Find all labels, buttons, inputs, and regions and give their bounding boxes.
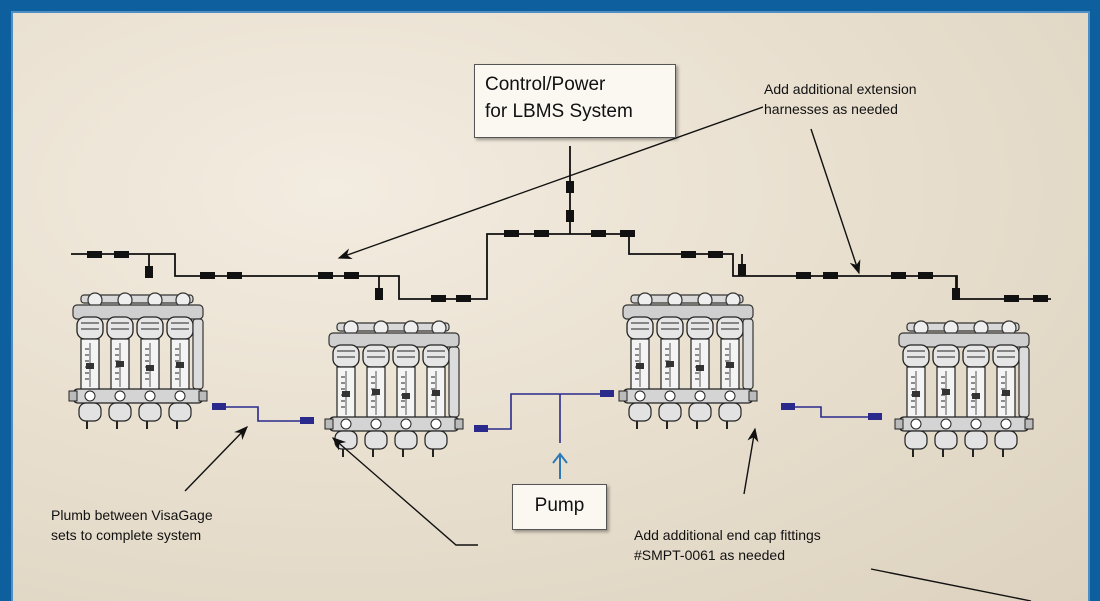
- visagage-set-icon: [894, 320, 1034, 458]
- control-power-box: Control/Power for LBMS System: [474, 64, 676, 138]
- visagage-set-icon: [618, 292, 758, 430]
- end-cap-callout-line2: #SMPT-0061 as needed: [634, 547, 785, 563]
- extension-harness-callout: Add additional extension harnesses as ne…: [764, 79, 917, 119]
- plumbing-lines: [221, 393, 875, 443]
- end-cap-callout-line1: Add additional end cap fittings: [634, 527, 821, 543]
- pump-box: Pump: [512, 484, 607, 530]
- plumb-callout: Plumb between VisaGage sets to complete …: [51, 505, 213, 545]
- visagage-set-icon: [324, 320, 464, 458]
- end-cap-callout: Add additional end cap fittings #SMPT-00…: [634, 525, 821, 565]
- extension-callout-line1: Add additional extension: [764, 81, 917, 97]
- plumb-callout-line1: Plumb between VisaGage: [51, 507, 213, 523]
- pump-label: Pump: [534, 495, 585, 516]
- visagage-set-icon: [68, 292, 208, 430]
- lbms-system-diagram: [68, 106, 1051, 601]
- extension-callout-line2: harnesses as needed: [764, 101, 898, 117]
- callout-arrows: [184, 106, 1032, 601]
- control-power-label-line2: for LBMS System: [485, 101, 633, 122]
- plumbing-fitting-icon: [212, 390, 882, 432]
- control-power-label-line1: Control/Power: [485, 74, 606, 95]
- harness-connector-icon: [87, 181, 1048, 302]
- pump-arrow-icon: [552, 452, 568, 479]
- plumb-callout-line2: sets to complete system: [51, 527, 202, 543]
